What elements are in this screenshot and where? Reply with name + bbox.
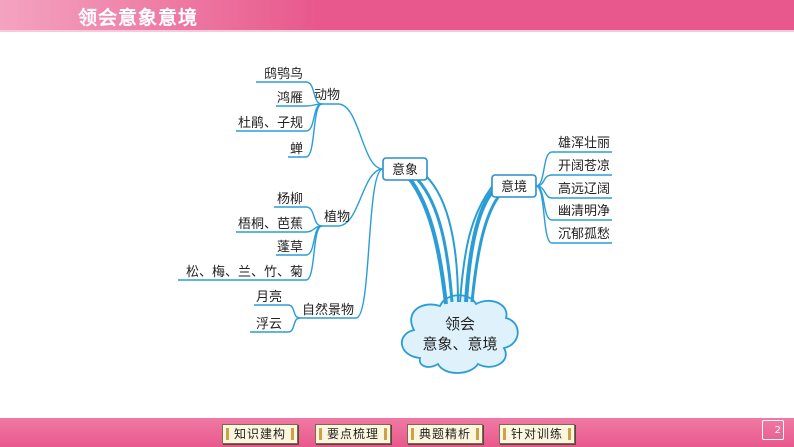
category-animals: 动物	[314, 88, 340, 103]
plant-item: 松、梅、兰、竹、菊	[186, 265, 303, 280]
header-divider	[0, 30, 794, 32]
center-cloud: 领会 意象、意境	[401, 294, 519, 374]
header-bar: 领会意象意境	[0, 0, 794, 30]
category-plants: 植物	[324, 210, 350, 225]
nature-item: 浮云	[256, 317, 282, 332]
animal-item: 蝉	[290, 142, 303, 157]
yixiang-label: 意象	[392, 162, 418, 178]
main-branches	[402, 170, 506, 305]
page-number-icon: 2	[762, 420, 784, 440]
nav-button-knowledge[interactable]: 知识建构	[222, 424, 298, 444]
nav-button-examples[interactable]: 典题精析	[407, 424, 483, 444]
animal-item: 鸱鸮鸟	[264, 66, 303, 82]
nav-button-key-points[interactable]: 要点梳理	[315, 424, 391, 444]
center-title-line1: 领会	[445, 315, 475, 333]
plant-item: 杨柳	[277, 192, 303, 207]
nature-item: 月亮	[256, 289, 282, 305]
yijing-label: 意境	[501, 179, 527, 195]
page-title: 领会意象意境	[78, 7, 199, 29]
yijing-item: 高远辽阔	[558, 181, 610, 197]
yijing-item: 幽清明净	[558, 204, 610, 219]
animal-item: 鸿雁	[277, 90, 303, 106]
plants-branches	[178, 206, 323, 281]
yijing-item: 雄浑壮丽	[558, 136, 610, 151]
center-title-line2: 意象、意境	[422, 335, 497, 353]
footer-bar	[0, 418, 794, 447]
plant-item: 梧桐、芭蕉	[238, 217, 303, 232]
yijing-item: 沉郁孤愁	[558, 227, 610, 242]
yixiang-connectors	[322, 103, 384, 319]
nature-branches	[250, 304, 322, 333]
yijing-item: 开阔苍凉	[558, 159, 610, 174]
nav-button-practice[interactable]: 针对训练	[499, 424, 575, 444]
page-number: 2	[774, 425, 781, 436]
yijing-branches	[535, 151, 612, 244]
category-nature: 自然景物	[302, 302, 354, 318]
animal-item: 杜鹃、子规	[238, 115, 303, 131]
animals-branches	[236, 81, 323, 158]
plant-item: 蓬草	[277, 240, 303, 255]
